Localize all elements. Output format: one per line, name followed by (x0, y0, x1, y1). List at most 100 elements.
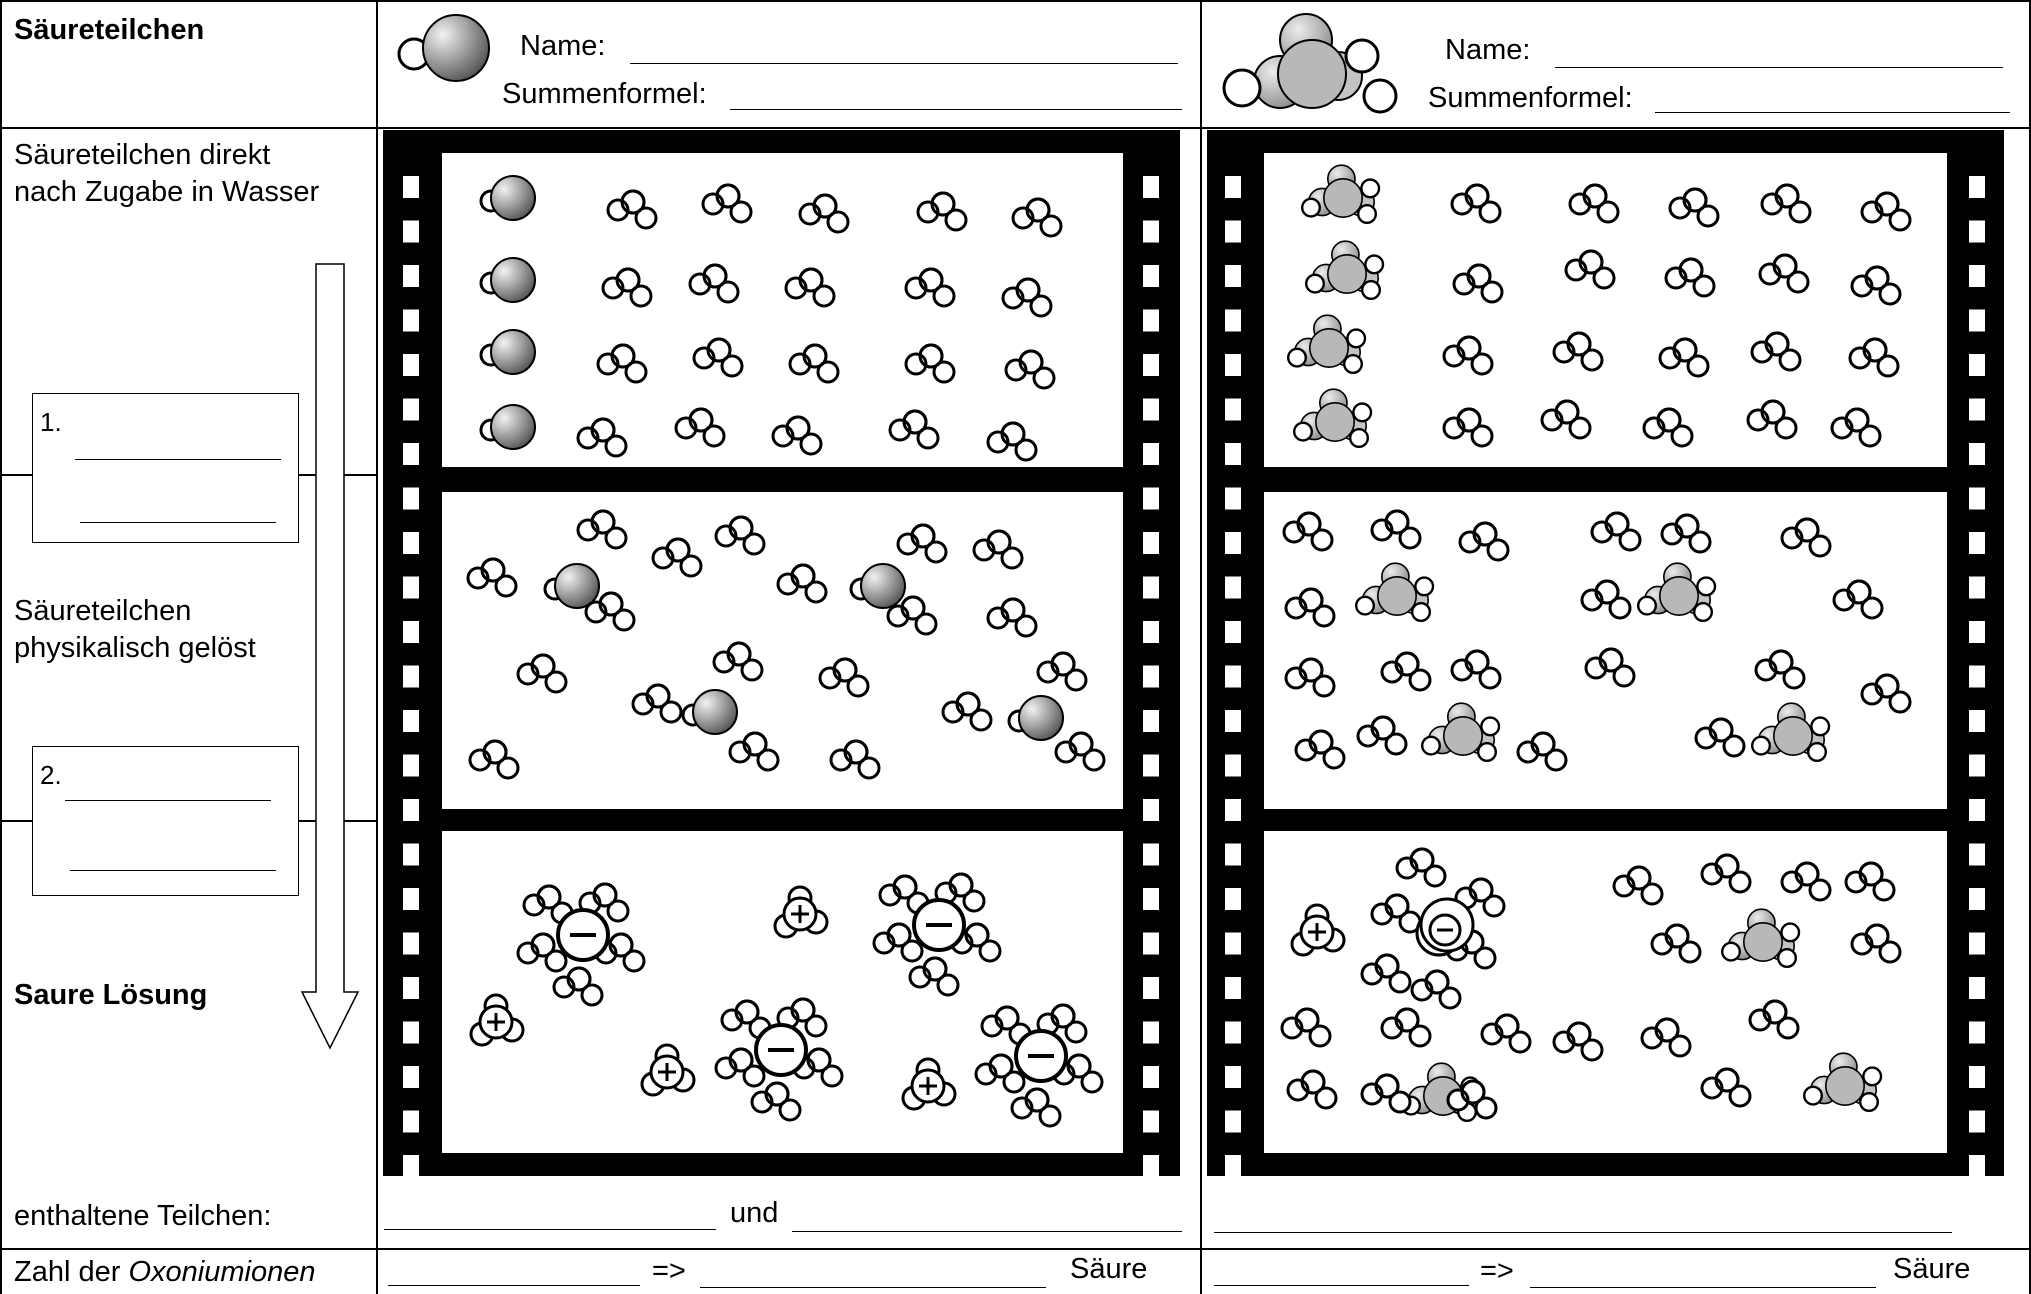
table-border-left (0, 0, 2, 1294)
acid2-acid-word: Säure (1893, 1251, 1970, 1287)
sprocket-hole (1143, 577, 1159, 599)
sprocket-hole (1143, 1022, 1159, 1044)
acid2-formula-label: Summenformel: (1428, 80, 1633, 116)
sprocket-hole (403, 799, 419, 821)
sprocket-hole (403, 666, 419, 688)
sprocket-hole (1969, 844, 1985, 866)
row-divider-footer (0, 1248, 2031, 1250)
acid1-particle-1-field[interactable] (384, 1229, 716, 1230)
step-1-answer-line-2[interactable] (80, 522, 276, 523)
sprocket-hole (403, 577, 419, 599)
sprocket-hole (1969, 577, 1985, 599)
table-border-top (0, 0, 2031, 2)
step-2-number: 2. (40, 757, 62, 793)
sprocket-hole (403, 933, 419, 955)
sprocket-hole (403, 1022, 419, 1044)
sprocket-hole (1969, 710, 1985, 732)
sprocket-hole (1143, 1111, 1159, 1133)
sprocket-hole (1225, 666, 1241, 688)
sprocket-hole (1969, 621, 1985, 643)
sprocket-hole (1143, 799, 1159, 821)
sprocket-hole (1225, 265, 1241, 287)
sprocket-hole (1225, 532, 1241, 554)
acid1-acid-strength-field[interactable] (700, 1287, 1046, 1288)
sprocket-hole (1143, 755, 1159, 777)
sprocket-hole (403, 399, 419, 421)
sprocket-hole (1969, 799, 1985, 821)
sprocket-hole (1969, 755, 1985, 777)
sprocket-hole (1969, 888, 1985, 910)
sprocket-hole (1225, 888, 1241, 910)
sprocket-hole (1143, 532, 1159, 554)
sprocket-hole (1969, 488, 1985, 510)
sprocket-hole (1969, 310, 1985, 332)
row3-label: Saure Lösung (14, 977, 207, 1013)
sprocket-hole (1143, 488, 1159, 510)
sprocket-hole (1143, 621, 1159, 643)
sprocket-hole (1969, 265, 1985, 287)
acid2-name-label: Name: (1445, 32, 1530, 68)
sprocket-hole (1225, 354, 1241, 376)
sprocket-hole (403, 488, 419, 510)
sprocket-hole (1225, 621, 1241, 643)
acid1-name-label: Name: (520, 28, 605, 64)
oxonium-count-italic: Oxoniumionen (128, 1256, 315, 1288)
sprocket-hole (403, 977, 419, 999)
acid2-arrow: => (1480, 1253, 1514, 1289)
acid2-acid-strength-field[interactable] (1530, 1287, 1876, 1288)
step-2-answer-line-1[interactable] (65, 800, 271, 801)
row2-label-line2: physikalisch gelöst (14, 630, 256, 666)
sprocket-hole (1969, 443, 1985, 465)
sprocket-hole (403, 532, 419, 554)
sprocket-hole (1225, 310, 1241, 332)
sprocket-hole (1225, 710, 1241, 732)
column-divider-2 (1200, 0, 1202, 1294)
sprocket-hole (1143, 399, 1159, 421)
acid1-acid-word: Säure (1070, 1251, 1147, 1287)
acid2-particles-field[interactable] (1214, 1232, 1952, 1233)
acid1-formula-label: Summenformel: (502, 76, 707, 112)
acid1-formula-field[interactable] (730, 109, 1182, 110)
sprocket-hole (1225, 577, 1241, 599)
acid1-arrow: => (652, 1253, 686, 1289)
sprocket-hole (403, 710, 419, 732)
sprocket-hole (1225, 755, 1241, 777)
sprocket-hole (1225, 399, 1241, 421)
row2-label-line1: Säureteilchen (14, 593, 191, 629)
sprocket-hole (403, 888, 419, 910)
sprocket-hole (403, 755, 419, 777)
sprocket-hole (1969, 933, 1985, 955)
sprocket-hole (1225, 1022, 1241, 1044)
step-2-answer-line-2[interactable] (70, 870, 276, 871)
frame-1 (442, 153, 1123, 467)
acid2-name-field[interactable] (1555, 67, 2003, 68)
contained-particles-label: enthaltene Teilchen: (14, 1198, 271, 1234)
acid1-and-label: und (730, 1195, 778, 1231)
acid1-particle-2-field[interactable] (792, 1231, 1182, 1232)
sprocket-hole (403, 621, 419, 643)
sprocket-hole (1969, 354, 1985, 376)
column-title: Säureteilchen (14, 12, 204, 48)
acid1-name-field[interactable] (630, 63, 1178, 64)
sprocket-hole (1969, 1066, 1985, 1088)
sprocket-hole (403, 310, 419, 332)
process-arrow-icon (296, 262, 364, 1052)
sprocket-hole (1969, 399, 1985, 421)
sprocket-hole (1143, 977, 1159, 999)
oxonium-count-prefix: Zahl der (14, 1256, 128, 1288)
sprocket-hole (1969, 1155, 1985, 1176)
step-1-answer-line-1[interactable] (75, 459, 281, 460)
row1-label-line2: nach Zugabe in Wasser (14, 174, 319, 210)
sprocket-hole (1143, 310, 1159, 332)
sprocket-hole (1143, 354, 1159, 376)
acid2-oxonium-count-field[interactable] (1214, 1285, 1469, 1286)
sprocket-hole (1225, 1066, 1241, 1088)
acid1-oxonium-count-field[interactable] (388, 1285, 640, 1286)
acid2-formula-field[interactable] (1655, 112, 2010, 113)
oxo-acid-molecule-icon (1214, 12, 1414, 124)
sprocket-hole (1143, 710, 1159, 732)
sprocket-hole (1969, 221, 1985, 243)
sprocket-hole (403, 1066, 419, 1088)
step-2-box (32, 746, 299, 896)
sprocket-hole (1143, 443, 1159, 465)
